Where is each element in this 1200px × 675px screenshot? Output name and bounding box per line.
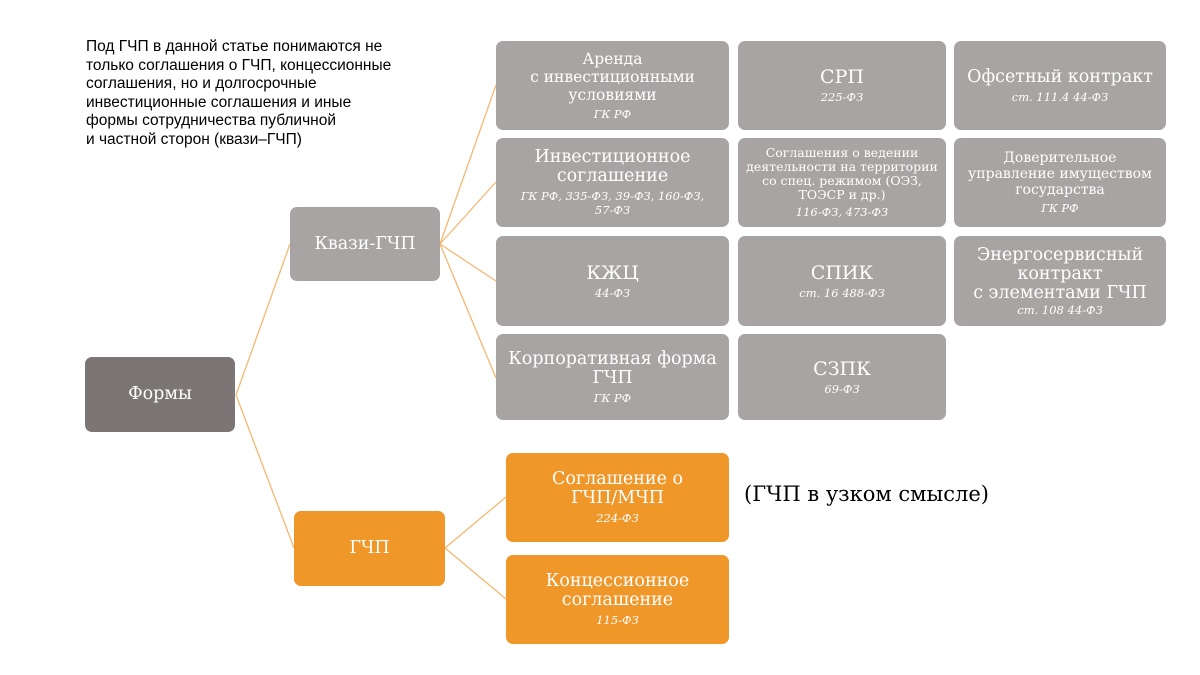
intro-line: соглашения, но и долгосрочные: [86, 75, 317, 92]
connector-kvazi-col1-row3: [439, 243, 497, 282]
item-title: Офсетный контракт: [967, 66, 1153, 87]
item-law: ст. 108 44-ФЗ: [1017, 302, 1103, 317]
root-label: Формы: [128, 384, 192, 404]
kvazi-item-arenda: Аренда с инвестиционными условиями ГК РФ: [496, 41, 729, 130]
item-law: ГК РФ: [1041, 201, 1079, 215]
intro-line: и частной сторон (квази–ГЧП): [86, 130, 302, 148]
item-title: Соглашения о ведении деятельности на тер…: [746, 145, 938, 202]
item-title: Концессионное соглашение: [545, 571, 690, 610]
narrow-sense-note: (ГЧП в узком смысле): [744, 482, 989, 506]
item-law: 69-ФЗ: [824, 381, 860, 396]
intro-text: Под ГЧП в данной статье понимаются не то…: [86, 38, 446, 149]
kvazi-item-spik: СПИК ст. 16 488-ФЗ: [738, 236, 946, 326]
kvazi-item-invest: Инвестиционное соглашение ГК РФ, 335-ФЗ,…: [496, 138, 729, 227]
item-title: СПИК: [810, 261, 874, 284]
connector-root-kvazi: [235, 243, 291, 396]
item-law: ст. 16 488-ФЗ: [799, 285, 885, 300]
kvazi-item-kzhc: КЖЦ 44-ФЗ: [496, 236, 729, 326]
item-law: ст. 111.4 44-ФЗ: [1011, 89, 1109, 104]
intro-line: формы сотрудничества публичной: [86, 112, 336, 129]
gchp-item-agreement: Соглашение о ГЧП/МЧП 224-ФЗ: [506, 453, 729, 542]
item-title: Энергосервисный контракт с элементами ГЧ…: [973, 244, 1147, 303]
item-title: Соглашение о ГЧП/МЧП: [551, 469, 684, 508]
item-title: СЗПК: [813, 357, 871, 380]
kvazi-label: Квази-ГЧП: [314, 233, 416, 254]
kvazi-item-srp: СРП 225-ФЗ: [738, 41, 946, 130]
gchp-item-concession: Концессионное соглашение 115-ФЗ: [506, 555, 729, 644]
item-title: Доверительное управление имуществом госу…: [968, 150, 1152, 198]
item-title: Корпоративная форма ГЧП: [508, 348, 717, 388]
intro-line: только соглашения о ГЧП, концессионные: [86, 56, 392, 74]
item-law: ГК РФ: [593, 107, 632, 121]
item-title: КЖЦ: [586, 261, 639, 284]
item-law: 116-ФЗ, 473-ФЗ: [795, 205, 889, 219]
item-law: ГК РФ, 335-ФЗ, 39-ФЗ, 160-ФЗ, 57-ФЗ: [520, 189, 705, 217]
connector-gchp-item1: [444, 496, 507, 549]
connector-kvazi-col1-row2: [439, 181, 497, 245]
item-title: СРП: [820, 66, 864, 88]
item-law: 224-ФЗ: [596, 511, 639, 525]
kvazi-item-trust: Доверительное управление имуществом госу…: [954, 138, 1166, 227]
connector-kvazi-col1-row1: [439, 84, 497, 245]
root-node: Формы: [85, 357, 235, 432]
intro-line: инвестиционные соглашения и иные: [86, 93, 352, 111]
kvazi-item-energy: Энергосервисный контракт с элементами ГЧ…: [954, 236, 1166, 326]
kvazi-item-offset: Офсетный контракт ст. 111.4 44-ФЗ: [954, 41, 1166, 130]
intro-line: Под ГЧП в данной статье понимаются не: [86, 38, 383, 55]
kvazi-node: Квази-ГЧП: [290, 207, 440, 281]
kvazi-item-special-zone: Соглашения о ведении деятельности на тер…: [738, 138, 946, 227]
item-law: 115-ФЗ: [596, 613, 639, 627]
item-law: 225-ФЗ: [820, 90, 864, 104]
gchp-node: ГЧП: [294, 511, 445, 586]
item-title: Инвестиционное соглашение: [534, 147, 691, 186]
item-title: Аренда с инвестиционными условиями: [530, 50, 695, 104]
connector-root-gchp: [235, 394, 295, 549]
kvazi-item-corporate: Корпоративная форма ГЧП ГК РФ: [496, 334, 729, 420]
item-law: 44-ФЗ: [594, 285, 631, 300]
connector-kvazi-col1-row4: [439, 243, 497, 379]
item-law: ГК РФ: [593, 390, 632, 405]
kvazi-item-szpk: СЗПК 69-ФЗ: [738, 334, 946, 420]
connector-gchp-item2: [444, 547, 507, 600]
gchp-label: ГЧП: [349, 538, 390, 558]
